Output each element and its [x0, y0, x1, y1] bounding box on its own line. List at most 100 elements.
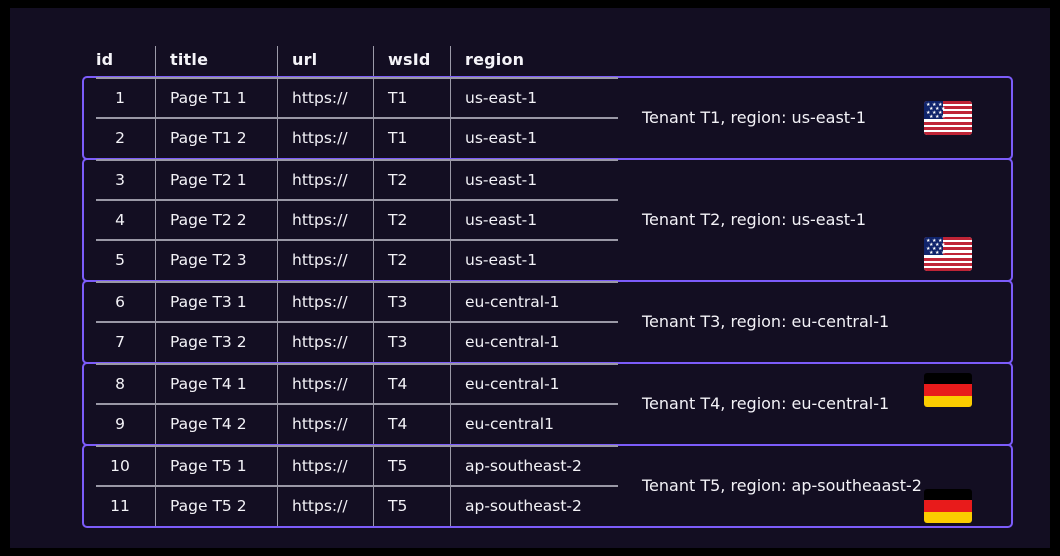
cell-region: us-east-1	[465, 89, 538, 107]
cell-wsid: T5	[388, 497, 408, 515]
cell-region: eu-central-1	[465, 375, 560, 393]
cell-url: https://	[292, 89, 348, 107]
cell-region: ap-southeast-2	[465, 457, 582, 475]
column-divider	[450, 78, 451, 118]
row-separator	[96, 281, 618, 283]
cell-id: 3	[115, 171, 125, 189]
cell-id: 1	[115, 89, 125, 107]
column-header-title[interactable]: title	[170, 50, 209, 69]
column-divider	[450, 240, 451, 280]
column-header-region[interactable]: region	[465, 50, 525, 69]
cell-title: Page T2 3	[170, 251, 247, 269]
table-header-row: id title url wsId region	[82, 44, 1013, 76]
cell-url: https://	[292, 333, 348, 351]
column-divider	[155, 446, 156, 486]
column-divider	[277, 282, 278, 322]
column-divider	[155, 282, 156, 322]
cell-title: Page T1 1	[170, 89, 247, 107]
cell-url: https://	[292, 129, 348, 147]
column-divider	[155, 78, 156, 118]
cell-id: 4	[115, 211, 125, 229]
column-divider	[450, 404, 451, 444]
column-divider	[155, 404, 156, 444]
column-divider	[373, 282, 374, 322]
cell-url: https://	[292, 415, 348, 433]
column-divider	[450, 200, 451, 240]
cell-title: Page T3 1	[170, 293, 247, 311]
column-divider	[277, 240, 278, 280]
column-divider	[155, 486, 156, 526]
cell-region: eu-central-1	[465, 293, 560, 311]
column-divider	[277, 160, 278, 200]
tenant-summary-label: Tenant T1, region: us-east-1	[642, 108, 867, 127]
column-divider	[155, 118, 156, 158]
cell-wsid: T5	[388, 457, 408, 475]
column-divider	[277, 446, 278, 486]
column-header-wsid[interactable]: wsId	[388, 50, 431, 69]
cell-id: 8	[115, 375, 125, 393]
column-divider	[277, 78, 278, 118]
column-divider	[277, 322, 278, 362]
table-row[interactable]: 1 Page T1 1 https:// T1 us-east-1	[84, 78, 618, 118]
cell-url: https://	[292, 251, 348, 269]
cell-title: Page T2 2	[170, 211, 247, 229]
flag-icon-de	[924, 373, 972, 407]
cell-url: https://	[292, 497, 348, 515]
cell-url: https://	[292, 171, 348, 189]
header-column-divider	[155, 46, 156, 76]
tenant-summary-label: Tenant T3, region: eu-central-1	[642, 312, 890, 331]
cell-region: us-east-1	[465, 129, 538, 147]
page-root: id title url wsId region Tenant T1, region: …	[10, 8, 1050, 548]
cell-title: Page T4 2	[170, 415, 247, 433]
row-separator	[96, 363, 618, 365]
cell-title: Page T4 1	[170, 375, 247, 393]
cell-wsid: T3	[388, 293, 408, 311]
column-divider	[155, 240, 156, 280]
column-divider	[373, 486, 374, 526]
cell-region: us-east-1	[465, 171, 538, 189]
column-divider	[155, 322, 156, 362]
row-separator	[96, 117, 618, 119]
column-divider	[155, 200, 156, 240]
row-separator	[96, 485, 618, 487]
flag-icon-us: ★★★★★★★★★★★★	[924, 237, 972, 271]
row-separator	[96, 159, 618, 161]
column-header-url[interactable]: url	[292, 50, 318, 69]
cell-wsid: T1	[388, 89, 408, 107]
cell-wsid: T4	[388, 415, 408, 433]
cell-title: Page T5 2	[170, 497, 247, 515]
tenant-summary-label: Tenant T4, region: eu-central-1	[642, 394, 890, 413]
cell-region: ap-southeast-2	[465, 497, 582, 515]
column-header-id[interactable]: id	[96, 50, 114, 69]
column-divider	[450, 446, 451, 486]
cell-region: eu-central-1	[465, 333, 560, 351]
column-divider	[277, 404, 278, 444]
column-divider	[373, 118, 374, 158]
cell-title: Page T2 1	[170, 171, 247, 189]
column-divider	[450, 282, 451, 322]
cell-region: us-east-1	[465, 211, 538, 229]
cell-region: us-east-1	[465, 251, 538, 269]
column-divider	[450, 118, 451, 158]
header-column-divider	[373, 46, 374, 76]
flag-icon-de	[924, 489, 972, 523]
column-divider	[373, 404, 374, 444]
cell-wsid: T2	[388, 251, 408, 269]
row-separator	[96, 321, 618, 323]
cell-wsid: T4	[388, 375, 408, 393]
tenant-summary-label: Tenant T2, region: us-east-1	[642, 210, 867, 229]
column-divider	[373, 160, 374, 200]
column-divider	[277, 200, 278, 240]
column-divider	[373, 364, 374, 404]
cell-region: eu-central1	[465, 415, 554, 433]
